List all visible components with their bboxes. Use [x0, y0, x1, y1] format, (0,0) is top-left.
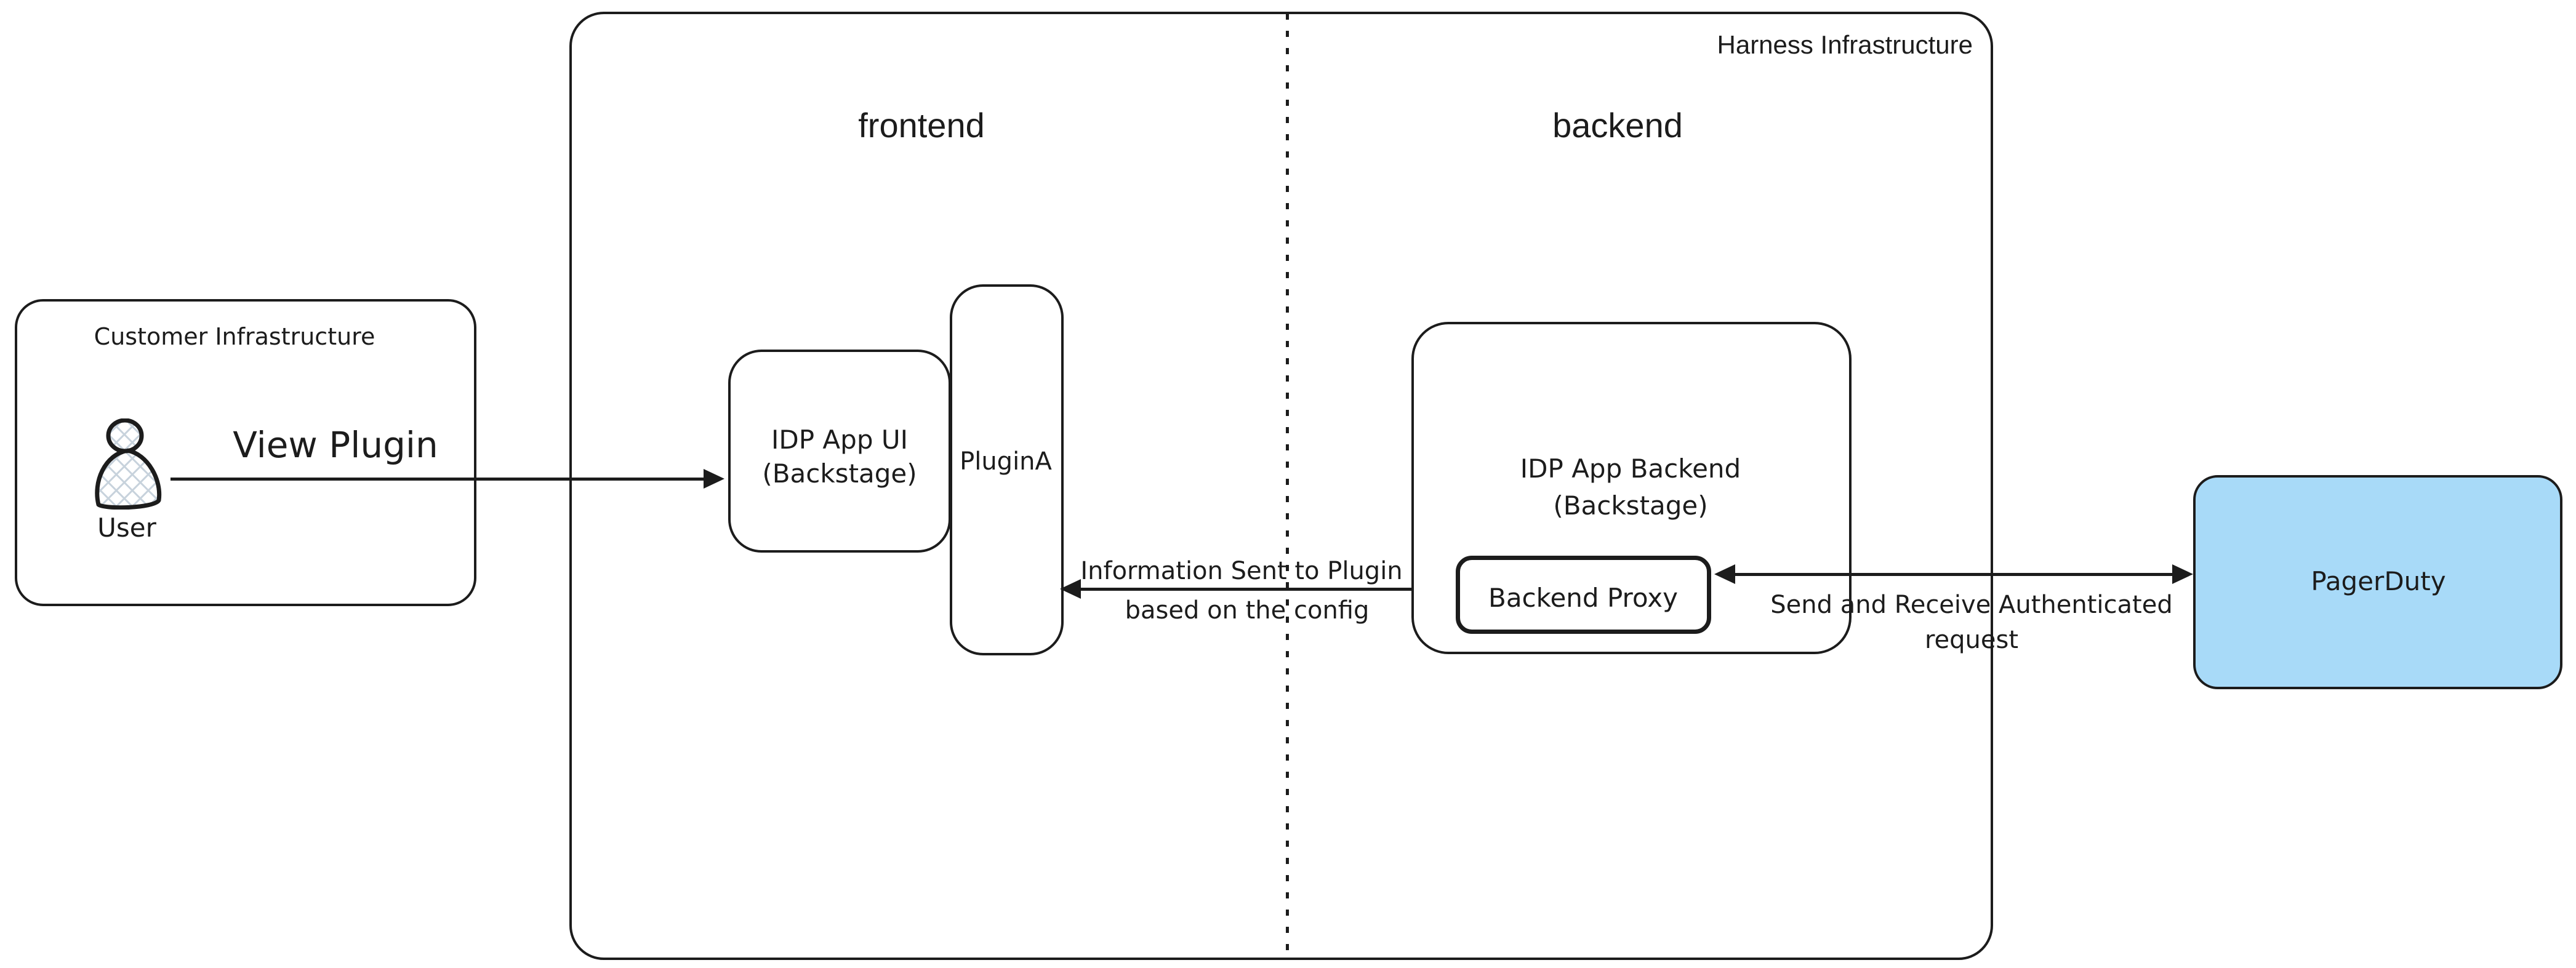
send-receive-arrow-line — [1731, 573, 2177, 576]
info-to-plugin-arrow-line — [1078, 588, 1411, 591]
info-to-plugin-edge-label-line2: based on the config — [1125, 596, 1370, 625]
user-icon — [95, 418, 162, 510]
idp-app-backend-label-line2: (Backstage) — [1553, 490, 1708, 521]
idp-app-backend-label-line1: IDP App Backend — [1520, 454, 1741, 484]
view-plugin-edge-label: View Plugin — [233, 424, 438, 466]
send-receive-arrowhead-left-icon — [1714, 564, 1735, 584]
backend-proxy-label: Backend Proxy — [1488, 583, 1678, 613]
view-plugin-arrow-line — [171, 478, 706, 481]
send-receive-edge-label-line1: Send and Receive Authenticated — [1770, 591, 2173, 619]
harness-infrastructure-box — [569, 12, 1993, 960]
idp-app-ui-label-line2: (Backstage) — [762, 458, 917, 489]
pagerduty-box — [2193, 475, 2562, 689]
pagerduty-label: PagerDuty — [2311, 566, 2446, 596]
customer-infrastructure-label: Customer Infrastructure — [94, 323, 375, 350]
idp-app-ui-box — [728, 350, 951, 553]
info-to-plugin-arrowhead-icon — [1060, 579, 1081, 599]
plugin-a-label: PluginA — [960, 447, 1052, 476]
send-receive-arrowhead-right-icon — [2172, 564, 2193, 584]
frontend-lane-label: frontend — [858, 106, 985, 145]
idp-app-ui-label-line1: IDP App UI — [771, 425, 908, 455]
user-label: User — [97, 513, 156, 543]
customer-infrastructure-box — [15, 299, 476, 606]
frontend-backend-divider — [1286, 14, 1289, 958]
plugin-a-box — [950, 284, 1064, 655]
info-to-plugin-edge-label-line1: Information Sent to Plugin — [1080, 557, 1403, 585]
harness-infrastructure-label: Harness Infrastructure — [1717, 30, 1973, 59]
idp-app-backend-box — [1411, 322, 1852, 654]
backend-proxy-box — [1456, 556, 1711, 634]
backend-lane-label: backend — [1552, 106, 1683, 145]
view-plugin-arrowhead-icon — [704, 469, 724, 489]
send-receive-edge-label-line2: request — [1924, 626, 2019, 654]
